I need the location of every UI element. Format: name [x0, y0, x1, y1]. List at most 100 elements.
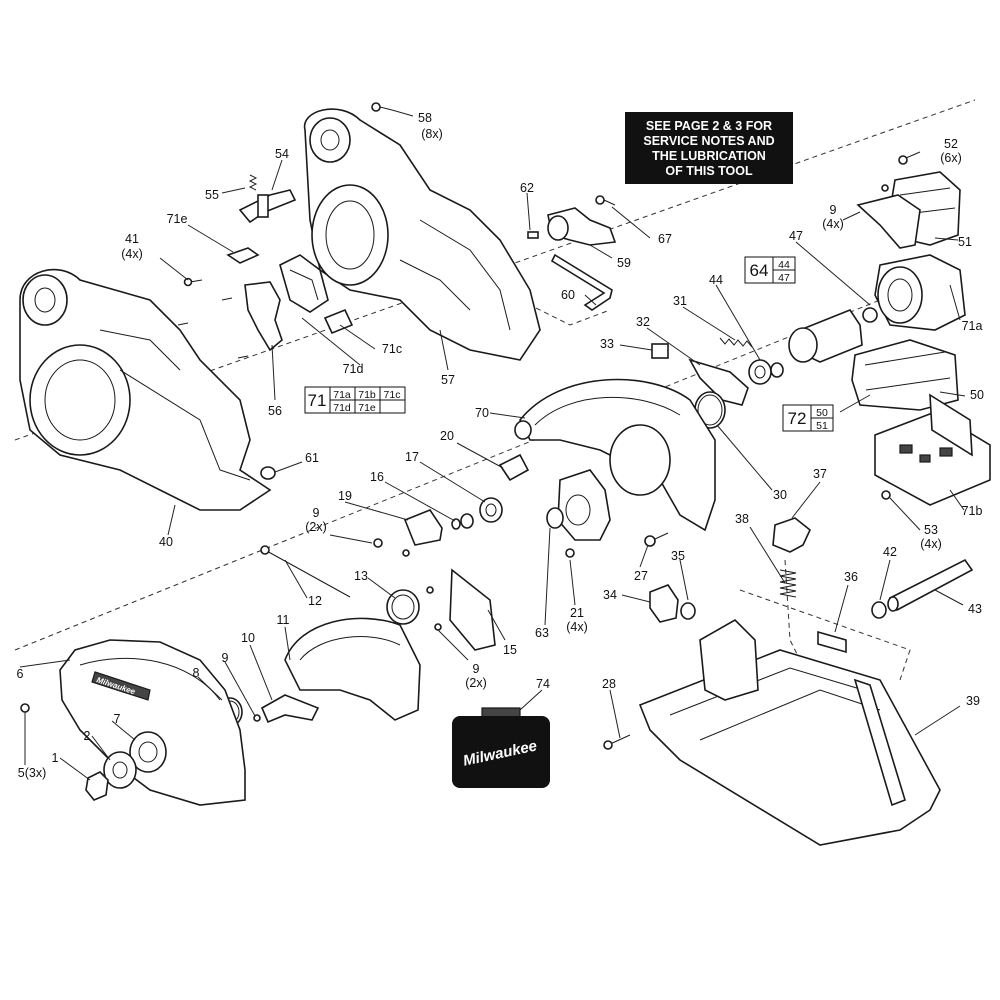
callout-55: 55 — [205, 188, 219, 202]
part-59-lever — [547, 207, 617, 246]
callout-17: 17 — [405, 450, 419, 464]
callout-1: 1 — [52, 751, 59, 765]
callout-8: 8 — [193, 666, 200, 680]
kit-71: 71 71a 71b 71c 71d 71e — [304, 386, 406, 414]
callout-47: 47 — [789, 229, 803, 243]
notice-line-3: THE LUBRICATION — [652, 149, 766, 163]
kit-64-part-b: 47 — [778, 272, 790, 284]
callout-20: 20 — [440, 429, 454, 443]
callout-28: 28 — [602, 677, 616, 691]
callout-9-lower-qty: (2x) — [465, 676, 487, 690]
part-10-lever — [260, 694, 320, 724]
callout-71a: 71a — [962, 319, 983, 333]
part-58-screw — [371, 102, 393, 112]
part-9-screw-middle — [373, 538, 410, 557]
callout-15: 15 — [503, 643, 517, 657]
case-body — [452, 716, 550, 788]
callout-36: 36 — [844, 570, 858, 584]
kit-72-part-a: 50 — [816, 407, 828, 419]
part-43-rod — [887, 558, 974, 612]
callout-32: 32 — [636, 315, 650, 329]
part-50-bracket — [851, 339, 959, 411]
callout-39: 39 — [966, 694, 980, 708]
callout-10: 10 — [241, 631, 255, 645]
part-62-pin — [527, 231, 539, 239]
callout-70: 70 — [475, 406, 489, 420]
callout-71c: 71c — [382, 342, 402, 356]
callout-71e: 71e — [167, 212, 188, 226]
part-9-screw-lower — [426, 586, 442, 631]
callout-52-qty: (6x) — [940, 151, 962, 165]
callout-2: 2 — [84, 729, 91, 743]
notice-line-2: SERVICE NOTES AND — [643, 134, 774, 148]
part-44-bearing — [748, 359, 784, 385]
kit-71-part-c: 71c — [384, 389, 401, 401]
part-54-switch-lever — [238, 189, 297, 224]
callout-31: 31 — [673, 294, 687, 308]
kit-72: 72 50 51 — [782, 404, 834, 432]
kit-64-id: 64 — [750, 261, 769, 280]
part-15-plate — [449, 568, 496, 651]
part-74-carry-case: Milwaukee — [452, 707, 550, 788]
callout-38: 38 — [735, 512, 749, 526]
part-2-washer — [103, 751, 137, 789]
part-57-right-housing — [303, 108, 541, 361]
callout-9-mid-qty: (2x) — [305, 520, 327, 534]
part-71d-connector — [279, 254, 329, 313]
callout-58-qty: (8x) — [421, 127, 443, 141]
part-41-screw — [177, 277, 249, 359]
part-21-screw — [565, 548, 575, 558]
kit-72-id: 72 — [788, 409, 807, 428]
callout-43: 43 — [968, 602, 982, 616]
callout-71d: 71d — [343, 362, 364, 376]
part-71e-block — [226, 247, 260, 264]
callout-34: 34 — [603, 588, 617, 602]
part-55-spring — [248, 174, 258, 191]
callout-58: 58 — [418, 111, 432, 125]
part-42-washer — [871, 601, 887, 619]
callout-6: 6 — [17, 667, 24, 681]
part-17-bearing — [479, 497, 503, 523]
kit-72-part-b: 51 — [816, 420, 828, 432]
part-56-trigger — [244, 281, 283, 352]
part-13-ring — [386, 589, 420, 625]
part-61-washer — [260, 466, 276, 480]
kit-71-part-b: 71b — [358, 389, 376, 401]
part-11-lower-guard — [284, 617, 421, 721]
part-27-screw — [644, 532, 669, 547]
part-35-washer — [680, 602, 696, 620]
part-71c-terminal — [323, 308, 354, 335]
callout-33: 33 — [600, 337, 614, 351]
kit-64-part-a: 44 — [778, 259, 790, 271]
part-19-bracket — [403, 509, 443, 546]
callout-19: 19 — [338, 489, 352, 503]
callout-21-qty: (4x) — [566, 620, 588, 634]
leader-lines — [19, 109, 966, 781]
part-52-screw — [881, 155, 908, 192]
callout-61: 61 — [305, 451, 319, 465]
kit-64: 64 44 47 — [744, 256, 796, 284]
kit-71-part-d: 71d — [333, 402, 351, 414]
callout-51: 51 — [958, 235, 972, 249]
callout-11: 11 — [277, 613, 290, 627]
callout-50: 50 — [970, 388, 984, 402]
part-20-clip — [498, 453, 530, 482]
callout-7: 7 — [114, 712, 121, 726]
callout-56: 56 — [268, 404, 282, 418]
callout-35: 35 — [671, 549, 685, 563]
callout-27: 27 — [634, 569, 648, 583]
service-notice: SEE PAGE 2 & 3 FOR SERVICE NOTES AND THE… — [625, 112, 793, 184]
part-33-block — [651, 343, 669, 359]
callout-40: 40 — [159, 535, 173, 549]
callout-9-lowerleft: 9 — [222, 651, 229, 665]
part-71a-stator — [874, 254, 966, 331]
part-63-gear-housing — [546, 469, 611, 541]
part-34-knob — [649, 584, 679, 623]
callout-67: 67 — [658, 232, 672, 246]
part-47-armature — [788, 307, 878, 363]
part-39-base-plate — [638, 619, 941, 846]
divider-line-lower — [14, 299, 881, 651]
callout-59: 59 — [617, 256, 631, 270]
kit-71-part-e: 71e — [358, 402, 376, 414]
